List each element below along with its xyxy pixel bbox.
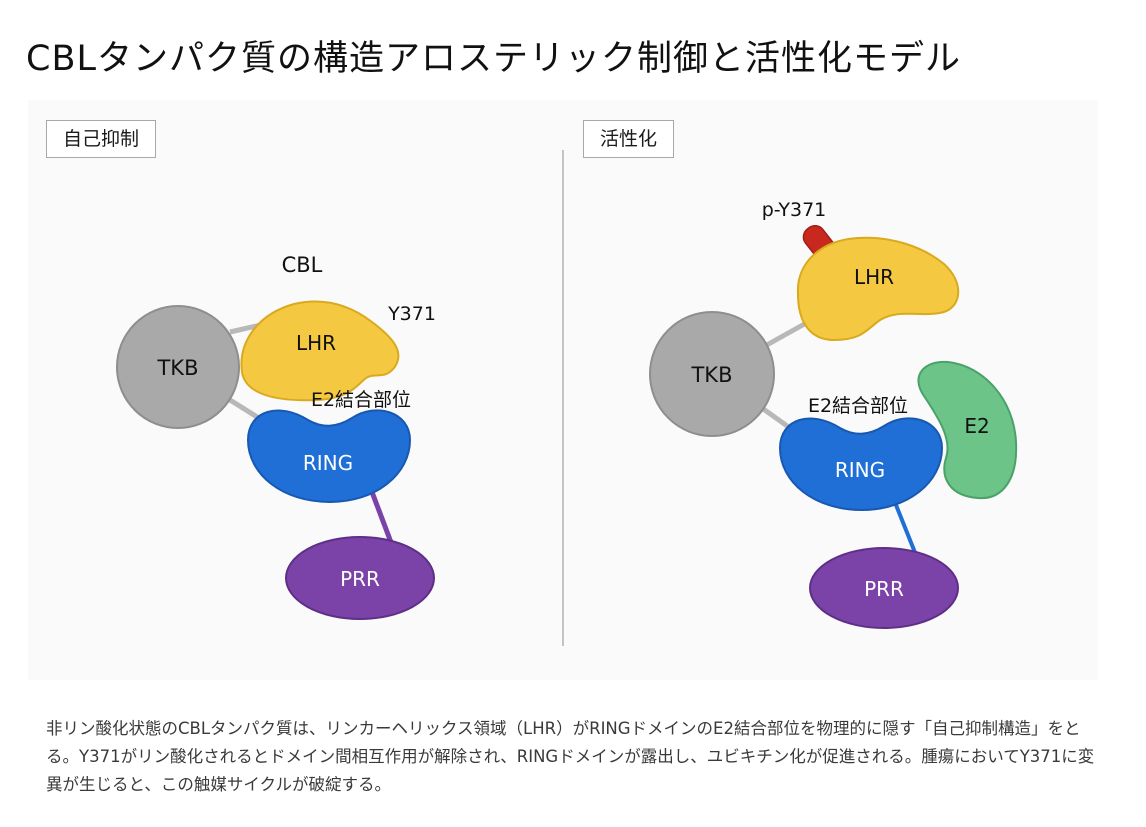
e2-domain — [917, 360, 1018, 500]
ring-domain — [778, 417, 944, 512]
tkb-label: TKB — [690, 363, 732, 387]
ring-domain — [246, 409, 412, 504]
p-y371-label: p-Y371 — [762, 199, 827, 221]
e2-label: E2 — [964, 414, 989, 438]
lhr-label: LHR — [296, 331, 336, 355]
tkb-domain — [649, 311, 775, 437]
tkb-ring-linker — [228, 397, 264, 423]
right-panel: TKB LHR RING PRR E2 p-Y371 E2結合部位 — [649, 199, 1018, 629]
activation-label: 活性化 — [583, 120, 675, 158]
left-panel: TKB LHR RING PRR CBL Y371 E2結合部位 — [116, 253, 436, 620]
lhr-domain — [796, 236, 960, 342]
ring-prr-linker — [369, 491, 395, 546]
y371-label: Y371 — [387, 303, 436, 325]
prr-domain — [285, 536, 435, 620]
ring-label: RING — [303, 451, 353, 475]
tkb-label: TKB — [156, 356, 198, 380]
prr-label: PRR — [340, 567, 380, 591]
lhr-domain — [240, 300, 400, 402]
lhr-label: LHR — [854, 265, 894, 289]
page-title: CBLタンパク質の構造アロステリック制御と活性化モデル — [26, 39, 961, 79]
prr-label: PRR — [864, 577, 904, 601]
figure-caption: 非リン酸化状態のCBLタンパク質は、リンカーヘリックス領域（LHR）がRINGド… — [46, 719, 1095, 794]
protein-label: CBL — [282, 253, 323, 277]
ring-label: RING — [835, 458, 885, 482]
tkb-lhr-linker — [763, 319, 810, 349]
tkb-domain — [116, 305, 240, 429]
ring-prr-linker — [894, 504, 918, 556]
autoinhibition-label: 自己抑制 — [46, 120, 157, 158]
e2-binding-site-label: E2結合部位 — [808, 395, 908, 417]
prr-domain — [809, 547, 959, 629]
e2-binding-site-label: E2結合部位 — [311, 389, 411, 411]
panel-divider — [562, 150, 564, 646]
tkb-ring-linker — [760, 405, 792, 431]
